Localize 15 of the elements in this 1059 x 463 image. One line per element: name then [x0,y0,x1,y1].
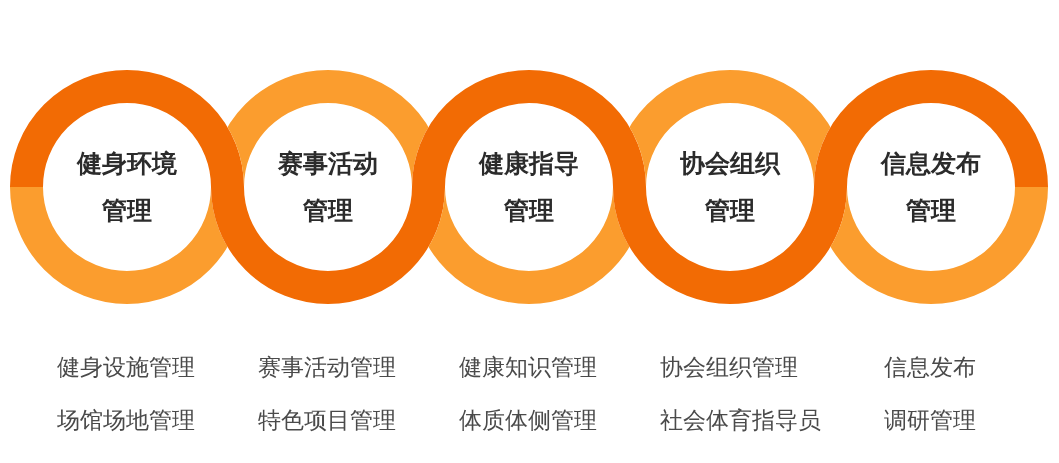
feature-label: 调研管理 [884,407,976,434]
feature-label: 特色项目管理 [258,407,396,434]
feature-label: 健康知识管理 [459,354,597,381]
feature-label: 场馆场地管理 [57,407,195,434]
feature-label: 协会组织管理 [660,354,798,381]
ring-title: 赛事活动管理 [277,148,379,227]
feature-label: 赛事活动管理 [258,354,396,381]
ring-title: 协会组织管理 [679,148,782,227]
ring-title: 信息发布管理 [879,148,982,227]
ring-title: 健康指导管理 [477,148,580,227]
feature-label: 社会体育指导员 [660,407,821,434]
feature-label: 信息发布 [884,354,976,381]
ring-title: 健身环境管理 [75,148,178,227]
feature-label: 体质体侧管理 [459,407,597,434]
feature-label: 健身设施管理 [57,354,195,381]
